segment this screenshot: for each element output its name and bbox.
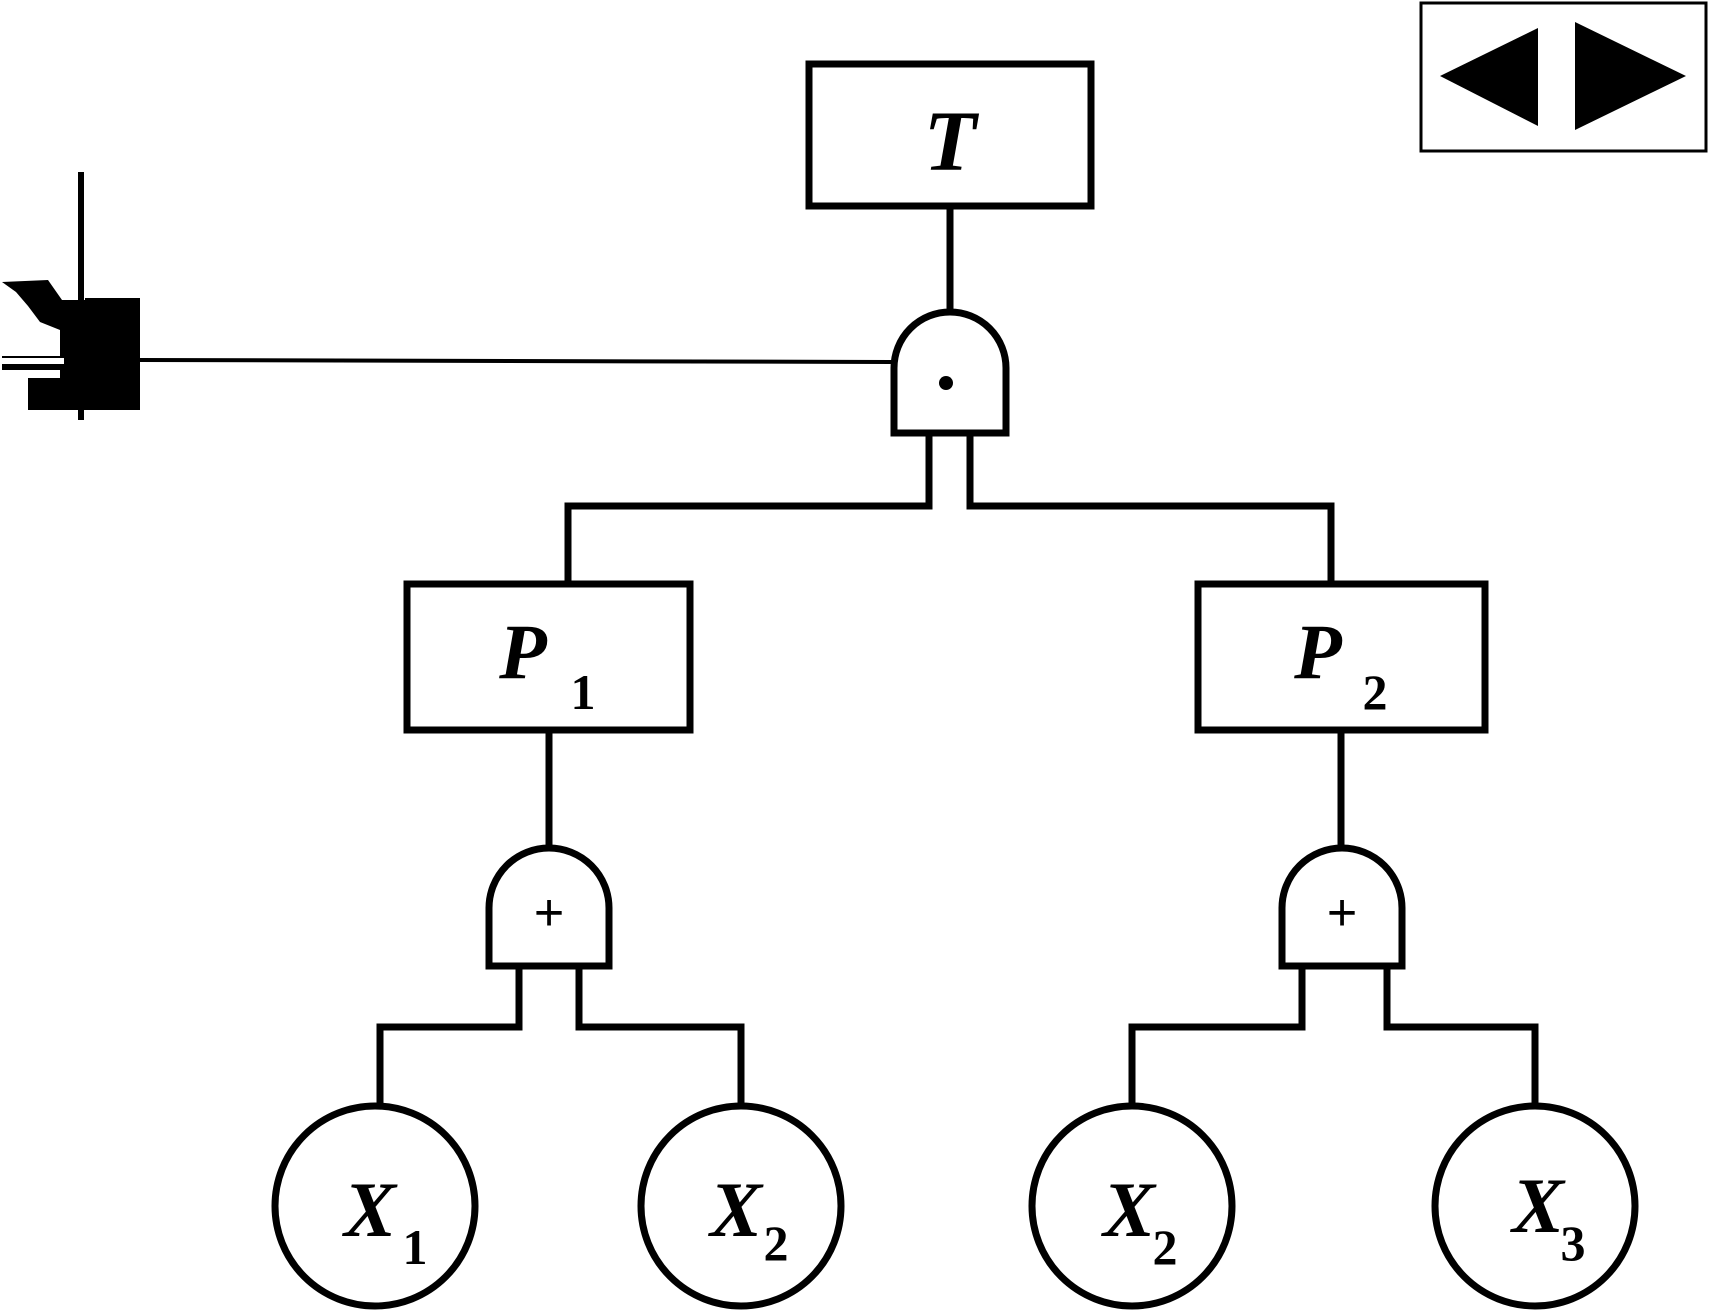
wire-to-x2b — [1128, 1023, 1306, 1114]
x2-left-label-main: X — [708, 1166, 764, 1253]
x1-label-sub: 1 — [403, 1219, 428, 1275]
triangle-left-icon[interactable] — [1440, 28, 1538, 126]
wire-to-x1 — [376, 1023, 523, 1114]
or-gate-right: + — [1278, 844, 1406, 970]
or-gate-left-plus-icon: + — [534, 884, 564, 942]
or-gate-left-shape — [485, 844, 613, 970]
x2-right-circle — [1028, 1102, 1236, 1310]
or-gate-left: + — [485, 844, 613, 970]
top-event-label: T — [924, 93, 980, 189]
cursor-notch — [2, 358, 64, 364]
intermediate-event-p1: P 1 — [403, 580, 694, 734]
p1-box — [403, 580, 694, 734]
x2-right-label-sub: 2 — [1153, 1219, 1178, 1275]
p1-label-main: P — [498, 608, 548, 695]
wire-to-x2a — [575, 1023, 745, 1114]
wire-to-p2 — [966, 502, 1335, 588]
x3-label-main: X — [1510, 1162, 1566, 1249]
x1-circle — [271, 1102, 479, 1310]
and-gate-dot-icon — [939, 376, 953, 390]
p2-label-sub: 2 — [1363, 664, 1388, 720]
x1-label-main: X — [342, 1166, 398, 1253]
basic-event-x2-left: X 2 — [637, 1102, 845, 1310]
x3-label-sub: 3 — [1561, 1215, 1586, 1271]
basic-event-x2-right: X 2 — [1028, 1102, 1236, 1310]
p2-label-main: P — [1293, 608, 1343, 695]
basic-event-x3: X 3 — [1431, 1102, 1639, 1310]
top-and-gate — [890, 308, 1010, 437]
x2-left-label-sub: 2 — [764, 1215, 789, 1271]
or-gate-right-shape — [1278, 844, 1406, 970]
cursor-pointer-line — [139, 358, 893, 364]
nav-controls — [1419, 1, 1708, 153]
wire-to-x3 — [1383, 1023, 1539, 1114]
x2-right-label-main: X — [1101, 1166, 1157, 1253]
connectors — [376, 202, 1539, 1114]
or-gate-right-plus-icon: + — [1327, 884, 1357, 942]
wire-to-p1 — [564, 502, 933, 588]
x2-left-circle — [637, 1102, 845, 1310]
cursor-artifact — [2, 172, 893, 420]
triangle-right-icon[interactable] — [1575, 22, 1686, 130]
top-event: T — [805, 60, 1095, 210]
cursor-block — [2, 280, 140, 410]
and-gate-shape — [890, 308, 1010, 437]
p1-label-sub: 1 — [571, 664, 596, 720]
top-event-box — [805, 60, 1095, 210]
intermediate-event-p2: P 2 — [1194, 580, 1489, 734]
basic-event-x1: X 1 — [271, 1102, 479, 1310]
p2-box — [1194, 580, 1489, 734]
x3-circle — [1431, 1102, 1639, 1310]
